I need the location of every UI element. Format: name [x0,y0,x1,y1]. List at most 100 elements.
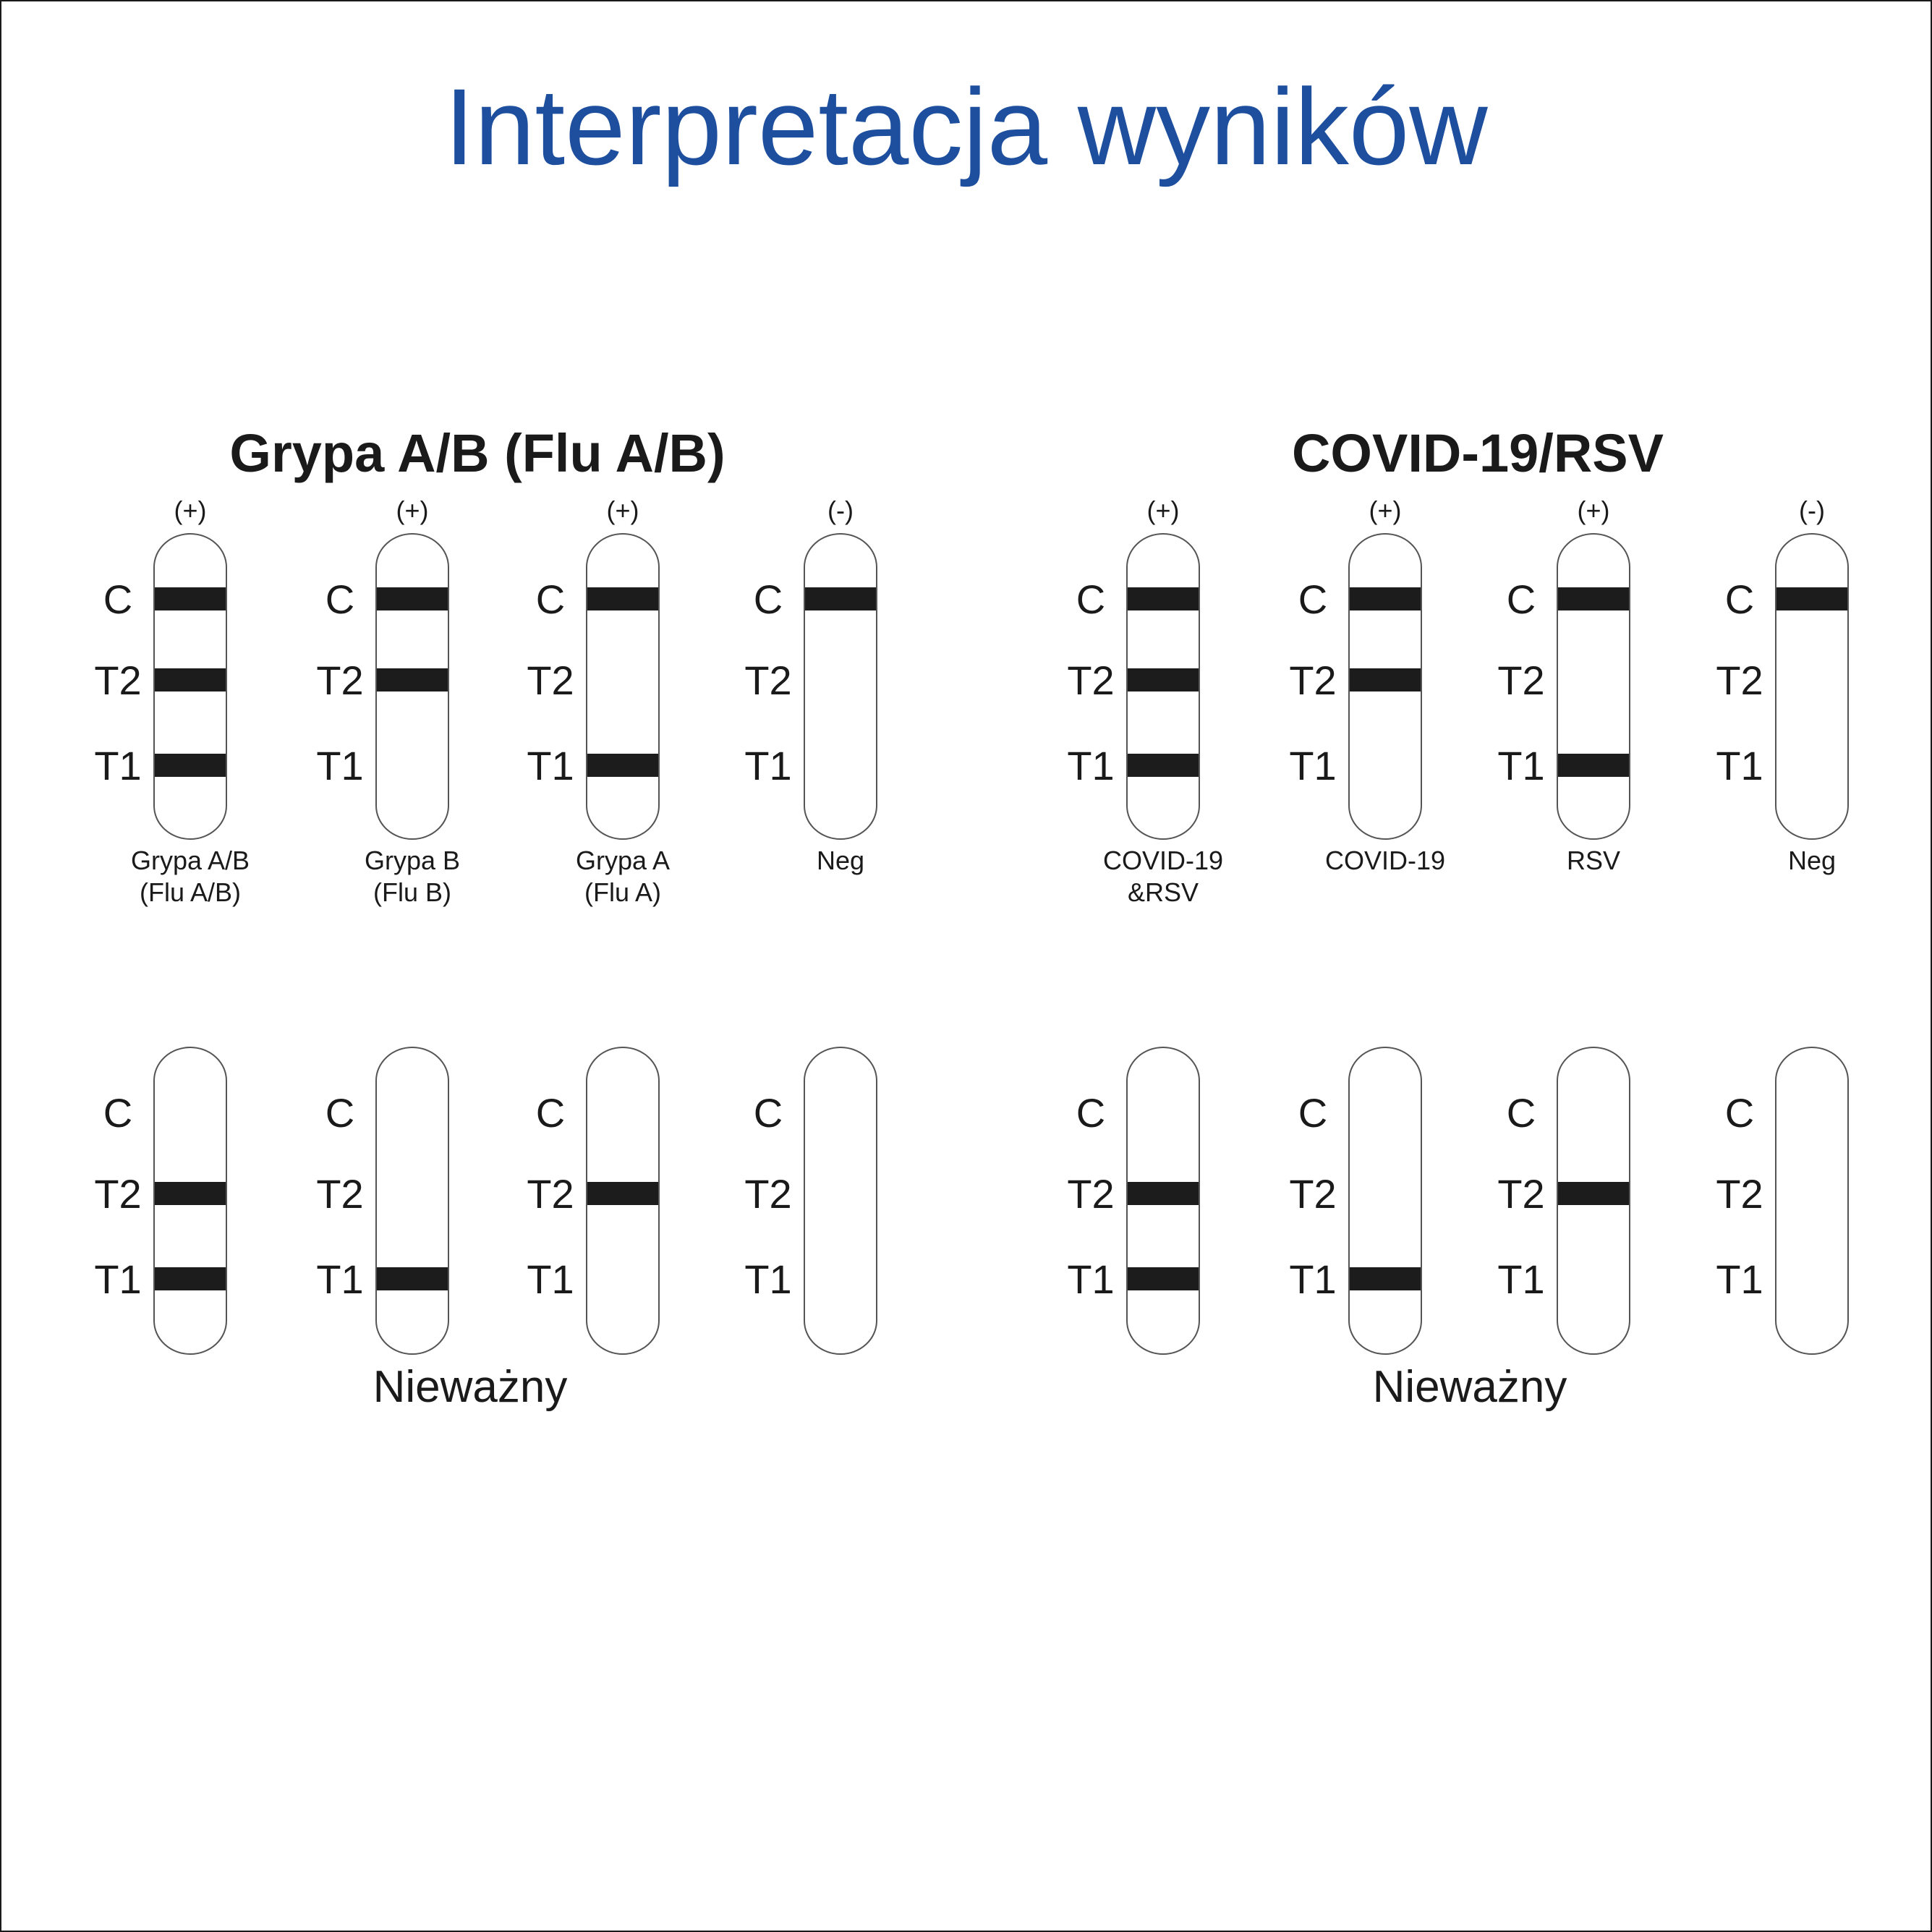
line-label-t1: T1 [94,743,141,788]
line-label-c: C [1725,576,1754,622]
line-label-t1: T1 [1289,743,1336,788]
test-strip [1775,1047,1849,1355]
result-caption: (Flu A/B) [140,877,241,907]
line-label-t2: T2 [1716,658,1763,703]
test-strip [586,533,660,840]
band-t1 [1558,754,1629,777]
line-label-c: C [103,1090,132,1136]
line-label-c: C [1298,576,1327,622]
test-strip [1557,533,1630,840]
test-strip [804,1047,877,1355]
result-caption: (Flu A) [584,877,661,907]
line-label-c: C [325,576,354,622]
band-t2 [1558,1182,1629,1205]
line-label-t1: T1 [1497,743,1544,788]
band-t2 [155,1182,226,1205]
band-t1 [1128,1267,1199,1290]
band-c [587,587,658,610]
test-strip [804,533,877,840]
line-label-c: C [1507,576,1536,622]
line-label-c: C [536,1090,565,1136]
result-caption: Grypa A [576,846,670,875]
line-label-t1: T1 [94,1256,141,1302]
result-sign: (-) [1799,495,1825,525]
band-t1 [155,754,226,777]
line-label-t2: T2 [1497,658,1544,703]
band-c [1776,587,1847,610]
result-caption: Neg [817,846,864,875]
band-c [1350,587,1421,610]
line-label-t2: T2 [316,658,363,703]
line-label-c: C [1076,1090,1105,1136]
section-heading: Grypa A/B (Flu A/B) [229,423,725,483]
result-caption: RSV [1567,846,1620,875]
result-caption: Neg [1788,846,1836,875]
line-label-c: C [325,1090,354,1136]
line-label-t1: T1 [527,743,574,788]
line-label-t1: T1 [1067,1256,1114,1302]
result-caption: Grypa B [365,846,460,875]
line-label-t1: T1 [316,1256,363,1302]
result-sign: (+) [1369,495,1402,525]
invalid-label: Nieważny [373,1362,568,1412]
line-label-t2: T2 [1716,1171,1763,1217]
result-caption: (Flu B) [373,877,451,907]
result-sign: (+) [396,495,429,525]
line-label-t1: T1 [1067,743,1114,788]
line-label-c: C [754,1090,783,1136]
line-label-c: C [1507,1090,1536,1136]
line-label-c: C [1725,1090,1754,1136]
band-t1 [1128,754,1199,777]
line-label-t2: T2 [1497,1171,1544,1217]
invalid-label: Nieważny [1373,1362,1567,1412]
line-label-c: C [103,576,132,622]
line-label-t2: T2 [94,1171,141,1217]
section-heading: COVID-19/RSV [1292,423,1664,483]
line-label-t1: T1 [1497,1256,1544,1302]
result-sign: (-) [827,495,854,525]
band-t1 [1350,1267,1421,1290]
band-t2 [1128,668,1199,691]
line-label-t2: T2 [744,1171,791,1217]
result-caption: COVID-19 [1103,846,1223,875]
test-strip [375,1047,449,1355]
line-label-t2: T2 [527,1171,574,1217]
band-c [155,587,226,610]
band-t2 [377,668,448,691]
line-label-c: C [1298,1090,1327,1136]
band-t2 [587,1182,658,1205]
band-c [1558,587,1629,610]
band-t2 [1350,668,1421,691]
band-c [1128,587,1199,610]
line-label-t2: T2 [316,1171,363,1217]
line-label-t2: T2 [744,658,791,703]
band-t1 [155,1267,226,1290]
band-t1 [587,754,658,777]
band-t1 [377,1267,448,1290]
line-label-t1: T1 [1716,1256,1763,1302]
line-label-t1: T1 [316,743,363,788]
line-label-t2: T2 [1289,1171,1336,1217]
result-caption: Grypa A/B [131,846,250,875]
result-sign: (+) [1578,495,1610,525]
line-label-c: C [1076,576,1105,622]
page-title: Interpretacja wyników [444,66,1488,187]
line-label-t1: T1 [744,1256,791,1302]
test-strip [1348,1047,1422,1355]
band-t2 [155,668,226,691]
result-sign: (+) [1147,495,1180,525]
result-sign: (+) [174,495,207,525]
result-caption: COVID-19 [1325,846,1445,875]
line-label-t2: T2 [94,658,141,703]
line-label-c: C [536,576,565,622]
band-t2 [1128,1182,1199,1205]
result-sign: (+) [607,495,639,525]
result-caption: &RSV [1128,877,1199,907]
line-label-t2: T2 [527,658,574,703]
line-label-t1: T1 [1716,743,1763,788]
test-strip [1775,533,1849,840]
line-label-t2: T2 [1067,658,1114,703]
line-label-t1: T1 [1289,1256,1336,1302]
